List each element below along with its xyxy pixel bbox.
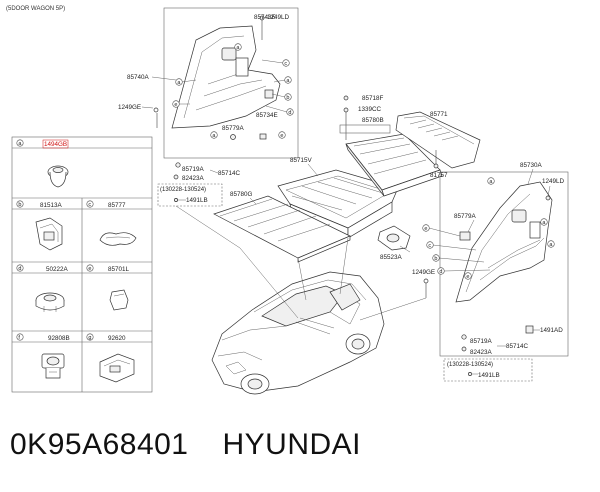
date-code-box bbox=[443, 358, 533, 382]
svg-text:c: c bbox=[284, 61, 287, 67]
part-label[interactable]: 85730A bbox=[520, 162, 543, 169]
car-illustration bbox=[211, 271, 385, 395]
legend-cell-c: c 85777 bbox=[86, 200, 137, 246]
part-label[interactable]: 85779A bbox=[222, 125, 245, 132]
variant-label: (5DOOR WAGON 5P) bbox=[6, 6, 65, 12]
cover-illustration bbox=[99, 232, 137, 246]
legend-part[interactable]: 85777 bbox=[108, 202, 126, 209]
part-label[interactable]: 85743E bbox=[254, 14, 276, 21]
svg-text:b: b bbox=[286, 95, 289, 101]
date-code: (130228-130524) bbox=[447, 362, 493, 368]
legend-part[interactable]: 81513A bbox=[40, 202, 63, 209]
part-label[interactable]: 85715V bbox=[290, 157, 313, 164]
left-quarter-trim bbox=[153, 15, 281, 202]
left-trim-frame bbox=[163, 7, 299, 159]
svg-text:e: e bbox=[174, 102, 177, 108]
part-label[interactable]: 85719A bbox=[182, 166, 205, 173]
legend-letter: g bbox=[88, 335, 91, 341]
hook-illustration bbox=[35, 217, 63, 251]
part-label[interactable]: 85740A bbox=[127, 74, 150, 81]
svg-text:a: a bbox=[177, 80, 181, 86]
svg-text:d: d bbox=[439, 269, 442, 275]
rear-trim-panel bbox=[395, 111, 481, 169]
part-number: 0K95A68401 bbox=[10, 428, 189, 461]
legend-cell-f: f 92808B bbox=[16, 333, 70, 379]
legend-cell-e: e 85701L bbox=[86, 264, 130, 311]
part-label[interactable]: 85718F bbox=[362, 95, 384, 102]
cargo-cover bbox=[345, 133, 443, 197]
grommet-illustration bbox=[47, 165, 69, 188]
svg-text:a: a bbox=[489, 179, 493, 185]
right-trim-callouts: a e c b d a a e bbox=[422, 177, 555, 280]
clip-illustration bbox=[35, 292, 65, 312]
part-label[interactable]: 1491LB bbox=[478, 372, 500, 379]
part-label[interactable]: 85771 bbox=[430, 111, 448, 118]
svg-text:e: e bbox=[424, 226, 427, 232]
part-label[interactable]: 85779A bbox=[454, 213, 477, 220]
part-label[interactable]: 1249GE bbox=[118, 104, 141, 111]
cargo-lamp bbox=[377, 225, 411, 253]
legend-letter: f bbox=[18, 335, 20, 341]
socket-illustration bbox=[99, 353, 135, 383]
part-label[interactable]: 85780G bbox=[230, 191, 253, 198]
legend-cell-a: a 1494GB bbox=[16, 139, 69, 188]
part-label[interactable]: 85714C bbox=[218, 170, 241, 177]
legend-letter: c bbox=[88, 202, 91, 208]
part-label[interactable]: 85523A bbox=[380, 254, 403, 261]
svg-text:b: b bbox=[434, 256, 437, 262]
brand-name: HYUNDAI bbox=[222, 428, 362, 461]
legend-part[interactable]: 50222A bbox=[46, 266, 69, 273]
pad-illustration bbox=[109, 289, 129, 311]
cover-label-frame bbox=[339, 124, 391, 134]
svg-text:e: e bbox=[280, 133, 283, 139]
svg-text:a: a bbox=[549, 242, 553, 248]
right-trim-frame bbox=[439, 171, 569, 357]
svg-text:d: d bbox=[288, 110, 291, 116]
part-label[interactable]: 1249LD bbox=[267, 14, 290, 21]
footer: 0K95A68401 HYUNDAI bbox=[10, 428, 361, 462]
part-label[interactable]: 81757 bbox=[430, 172, 448, 179]
svg-text:a: a bbox=[542, 220, 546, 226]
part-label[interactable]: 85719A bbox=[470, 338, 493, 345]
legend-letter: b bbox=[18, 202, 21, 208]
date-code: (130228-130524) bbox=[160, 187, 206, 193]
legend-part[interactable]: 92620 bbox=[108, 335, 126, 342]
legend-part-highlight[interactable]: 1494GB bbox=[44, 141, 67, 148]
part-label[interactable]: 1491AD bbox=[540, 327, 563, 334]
date-code-box bbox=[157, 183, 223, 207]
part-label[interactable]: 1249LD bbox=[542, 178, 565, 185]
legend-cell-d: d 50222A bbox=[16, 264, 69, 312]
part-label[interactable]: 1339CC bbox=[358, 106, 382, 113]
parts-diagram: (5DOOR WAGON 5P) a 1494GB b 81513A bbox=[6, 6, 569, 395]
svg-text:a: a bbox=[212, 133, 216, 139]
legend-table: a 1494GB b 81513A c 85777 bbox=[11, 136, 153, 393]
luggage-board bbox=[213, 195, 351, 263]
part-label[interactable]: 82423A bbox=[470, 349, 493, 356]
legend-cell-g: g 92620 bbox=[86, 333, 135, 383]
legend-letter: e bbox=[88, 266, 91, 272]
part-label[interactable]: 82423A bbox=[182, 175, 205, 182]
legend-letter: a bbox=[18, 141, 22, 147]
part-label[interactable]: 85714C bbox=[506, 343, 529, 350]
legend-part[interactable]: 92808B bbox=[48, 335, 70, 342]
svg-text:c: c bbox=[428, 243, 431, 249]
legend-part[interactable]: 85701L bbox=[108, 266, 130, 273]
right-quarter-trim bbox=[455, 181, 553, 303]
svg-text:e: e bbox=[466, 274, 469, 280]
left-trim-callouts: a e c a b d a e a bbox=[172, 43, 294, 139]
svg-text:a: a bbox=[236, 45, 240, 51]
part-label[interactable]: 1249GE bbox=[412, 269, 435, 276]
part-label[interactable]: 85734E bbox=[256, 112, 278, 119]
part-label[interactable]: 85780B bbox=[362, 117, 384, 124]
part-label[interactable]: 1491LB bbox=[186, 197, 208, 204]
svg-text:a: a bbox=[286, 78, 290, 84]
legend-cell-b: b 81513A bbox=[16, 200, 63, 251]
legend-letter: d bbox=[18, 266, 21, 272]
lamp-illustration bbox=[41, 353, 65, 379]
